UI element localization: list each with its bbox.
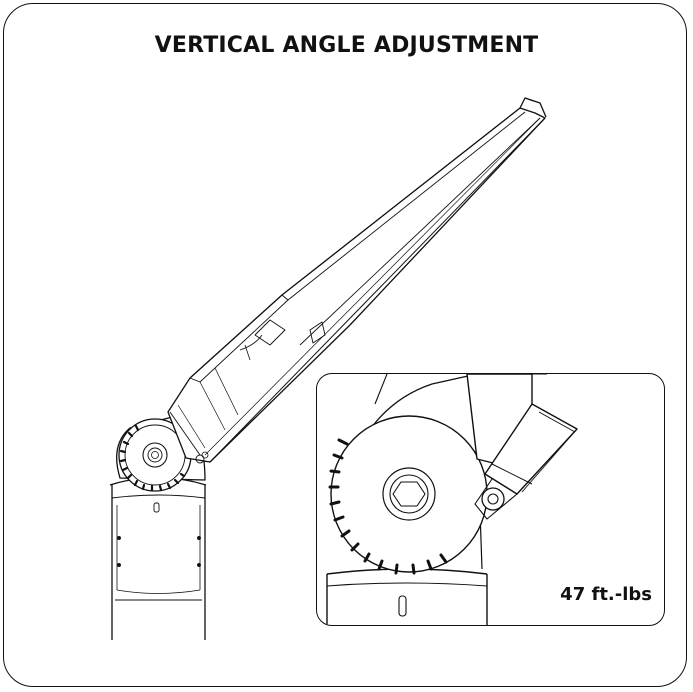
detail-zoom-illustration: [326, 374, 578, 625]
torque-label: 47 ft.-lbs: [560, 584, 652, 605]
fixture-arm: [167, 97, 547, 464]
pole: [109, 476, 207, 640]
detail-inset: 47 ft.-lbs: [316, 373, 665, 626]
diagram-title: VERTICAL ANGLE ADJUSTMENT: [154, 33, 539, 58]
